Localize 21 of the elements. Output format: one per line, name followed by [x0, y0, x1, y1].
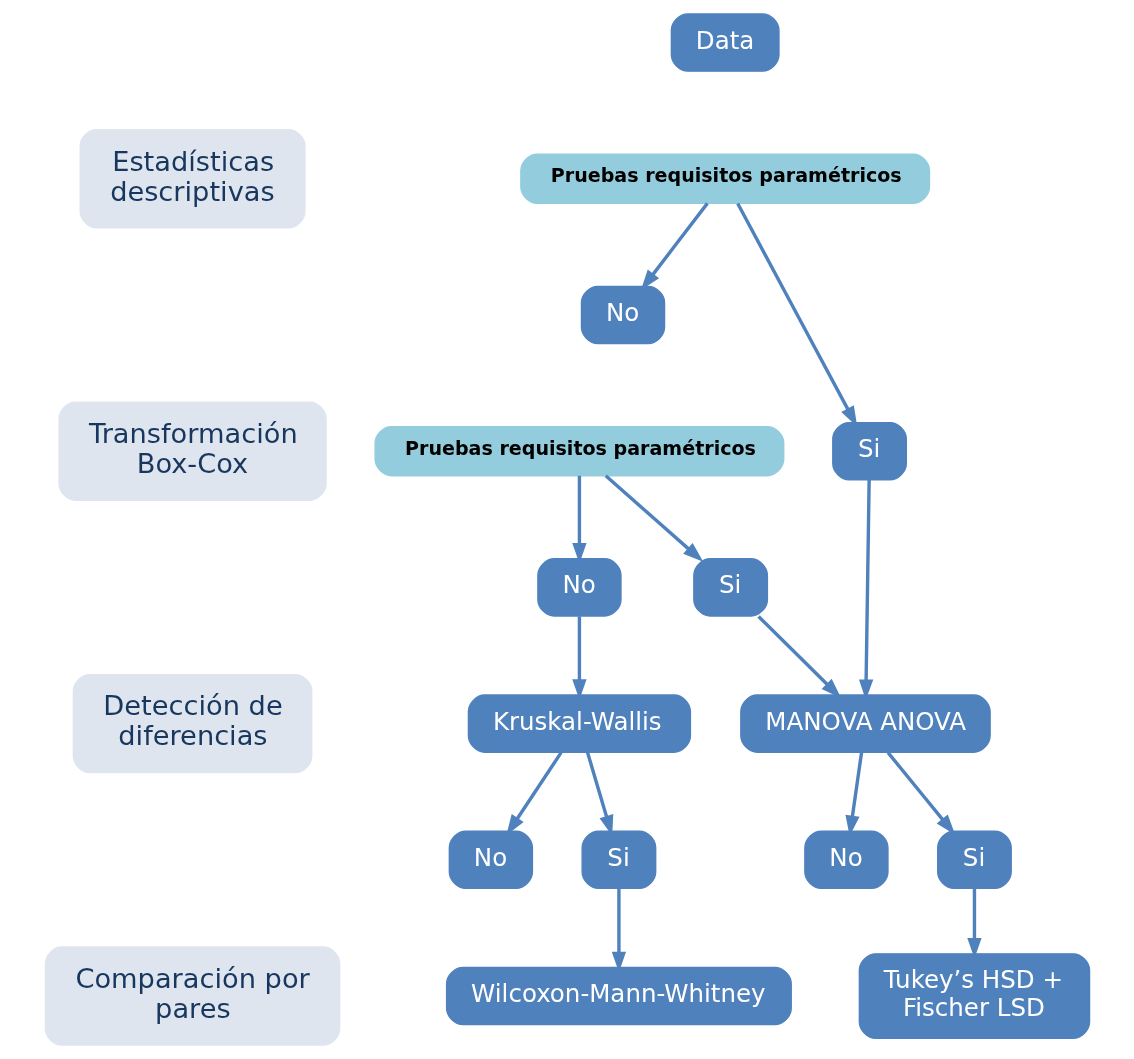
node-box: Pruebas requisitos paramétricos	[519, 153, 930, 204]
arrow	[604, 474, 703, 562]
node-box: Si	[692, 558, 768, 617]
node-box: Detección de diferencias	[72, 673, 312, 774]
node-box: No	[448, 830, 533, 890]
node-box: MANOVA ANOVA	[739, 694, 991, 753]
node-box: No	[580, 285, 665, 345]
node-box: Transformación Box-Cox	[57, 401, 327, 501]
node-box: Pruebas requisitos paramétricos	[373, 426, 784, 477]
node-box: Kruskal-Wallis	[467, 694, 691, 753]
node-box: Comparación por pares	[44, 946, 340, 1046]
node-box: Wilcoxon-Mann-Whitney	[445, 966, 792, 1026]
node-box: Data	[670, 13, 780, 72]
arrow	[886, 751, 955, 835]
node-box: Tukey’s HSD + Fischer LSD	[858, 953, 1090, 1039]
node-box: No	[803, 830, 889, 890]
node-box: No	[536, 558, 622, 617]
node-box: Si	[936, 830, 1012, 890]
node-box: Estadísticas descriptivas	[79, 129, 306, 229]
node-box: Si	[580, 830, 656, 890]
node-box: Si	[831, 421, 907, 481]
